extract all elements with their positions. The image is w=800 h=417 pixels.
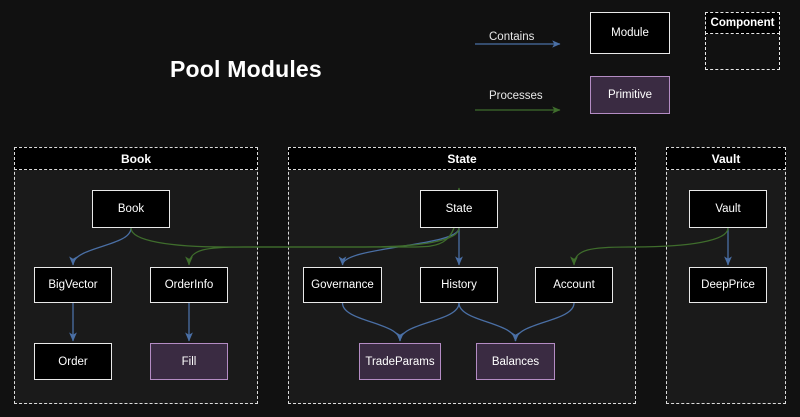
node-label-account: Account — [553, 279, 595, 291]
page-title: Pool Modules — [170, 56, 322, 83]
node-account[interactable]: Account — [535, 267, 613, 303]
group-header-vault: Vault — [666, 147, 786, 170]
node-state[interactable]: State — [420, 190, 498, 228]
node-label-fill: Fill — [182, 356, 197, 368]
node-label-order: Order — [58, 356, 87, 368]
node-label-tradeparams: TradeParams — [365, 356, 434, 368]
group-header-state: State — [288, 147, 636, 170]
legend-component-header: Component — [705, 12, 780, 34]
node-label-vault: Vault — [715, 203, 740, 215]
node-vault[interactable]: Vault — [689, 190, 767, 228]
group-label-book: Book — [121, 152, 151, 166]
legend-processes-label: Processes — [489, 90, 543, 102]
node-label-deepprice: DeepPrice — [701, 279, 755, 291]
node-history[interactable]: History — [420, 267, 498, 303]
node-deepprice[interactable]: DeepPrice — [689, 267, 767, 303]
node-bigvector[interactable]: BigVector — [34, 267, 112, 303]
legend-contains-label: Contains — [489, 31, 534, 43]
node-governance[interactable]: Governance — [303, 267, 382, 303]
legend-module-box: Module — [590, 12, 670, 54]
group-label-state: State — [447, 152, 476, 166]
legend-module-label: Module — [611, 27, 649, 39]
legend-primitive-label: Primitive — [608, 89, 652, 101]
node-label-state: State — [446, 203, 473, 215]
node-balances[interactable]: Balances — [476, 343, 555, 380]
node-orderinfo[interactable]: OrderInfo — [150, 267, 228, 303]
legend-component-label: Component — [711, 17, 775, 29]
group-label-vault: Vault — [712, 152, 741, 166]
node-tradeparams[interactable]: TradeParams — [359, 343, 441, 380]
node-label-orderinfo: OrderInfo — [165, 279, 214, 291]
group-header-book: Book — [14, 147, 258, 170]
node-label-book: Book — [118, 203, 144, 215]
legend-primitive-box: Primitive — [590, 76, 670, 114]
node-book[interactable]: Book — [92, 190, 170, 228]
node-label-balances: Balances — [492, 356, 539, 368]
node-label-bigvector: BigVector — [48, 279, 97, 291]
node-fill[interactable]: Fill — [150, 343, 228, 380]
node-label-governance: Governance — [311, 279, 374, 291]
node-label-history: History — [441, 279, 477, 291]
node-order[interactable]: Order — [34, 343, 112, 380]
